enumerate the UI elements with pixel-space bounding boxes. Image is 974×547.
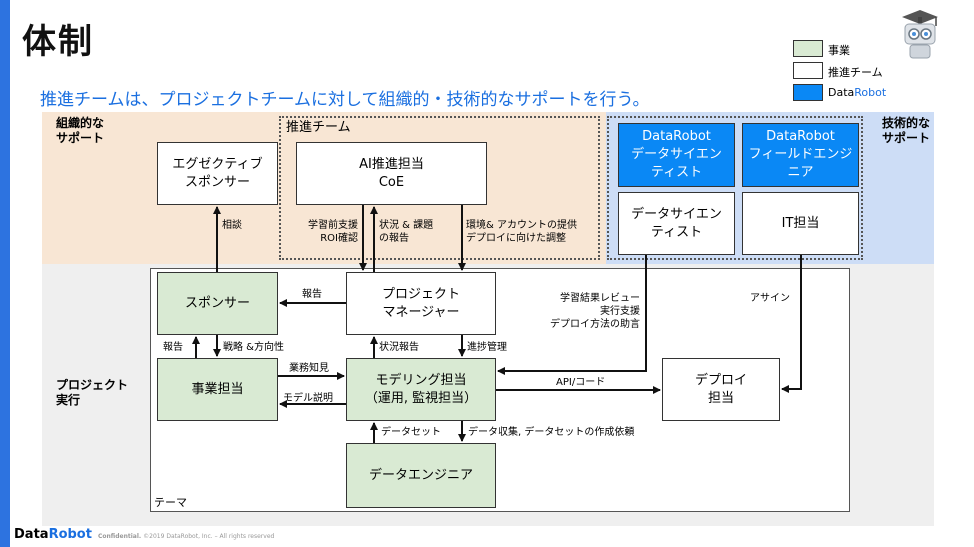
footer-copyright: ©2019 DataRobot, Inc. – All rights reser…	[143, 533, 275, 540]
page-subtitle: 推進チームは、プロジェクトチームに対して組織的・技術的なサポートを行う。	[40, 90, 650, 110]
edge-label-report-pm: 報告	[302, 289, 322, 300]
left-accent-bar	[0, 0, 10, 547]
edge-label-assign: アサイン	[750, 293, 790, 304]
node-sponsor[interactable]: スポンサー	[157, 272, 278, 335]
edge-assign	[781, 255, 802, 393]
edge-label-env-account: 環境& アカウントの提供 デプロイに向けた調整	[466, 220, 577, 244]
legend-label-business: 事業	[828, 44, 850, 57]
robot-mascot-icon	[898, 8, 942, 60]
node-data-scientist[interactable]: データサイエン ティスト	[618, 192, 735, 255]
edge-label-dataset: データセット	[381, 427, 441, 438]
footer-confidential: Confidential.	[97, 533, 142, 540]
edge-label-report-biz: 報告	[163, 342, 183, 353]
tech-team-boundary	[607, 116, 863, 260]
legend-swatch-business	[793, 40, 823, 57]
node-it[interactable]: IT担当	[742, 192, 859, 255]
page-title: 体制	[22, 22, 94, 62]
promo-team-boundary	[279, 116, 600, 260]
node-exec-sponsor[interactable]: エグゼクティブ スポンサー	[157, 142, 278, 205]
node-datarobot-ds[interactable]: DataRobot データサイエン ティスト	[618, 123, 735, 187]
legend-swatch-promo-team	[793, 62, 823, 79]
node-ai-coe[interactable]: AI推進担当 CoE	[296, 142, 487, 205]
node-deploy[interactable]: デプロイ 担当	[662, 358, 780, 421]
edge-label-data-collect: データ収集, データセットの作成依頼	[468, 427, 635, 438]
zone-label-org-support: 組織的な サポート	[56, 116, 105, 145]
edge-label-review: 学習結果レビュー 実行支援 デプロイ方法の助言	[550, 293, 640, 330]
edge-label-model-explain: モデル説明	[283, 393, 333, 404]
zone-label-tech-support: 技術的な サポート	[881, 116, 930, 145]
edge-label-progress: 進捗管理	[467, 342, 507, 353]
legend-label-datarobot: DataRobot	[828, 86, 887, 99]
edge-label-status-issue: 状況 & 課題 の報告	[379, 220, 434, 244]
zone-label-project-exec: プロジェクト 実行	[56, 378, 129, 407]
edge-label-consult: 相談	[222, 220, 242, 231]
node-data-engineer[interactable]: データエンジニア	[346, 443, 496, 508]
edge-label-status-report: 状況報告	[379, 342, 419, 353]
edge-review	[497, 255, 647, 375]
edge-label-api-code: API/コード	[556, 377, 606, 388]
node-project-manager[interactable]: プロジェクト マネージャー	[346, 272, 496, 335]
legend-label-promo-team: 推進チーム	[828, 66, 883, 79]
node-modeling[interactable]: モデリング担当 （運用, 監視担当）	[346, 358, 496, 421]
legend-swatch-datarobot	[793, 84, 823, 101]
edge-label-learn-support: 学習前支援 ROI確認	[308, 220, 358, 244]
theme-label: テーマ	[154, 496, 187, 509]
footer-brand: DataRobot	[14, 527, 92, 542]
edge-label-biz-knowledge: 業務知見	[289, 363, 329, 374]
edge-label-strategy: 戦略 &方向性	[223, 342, 284, 353]
node-biz[interactable]: 事業担当	[157, 358, 278, 421]
footer: DataRobot Confidential.©2019 DataRobot, I…	[14, 527, 274, 542]
promo-team-label: 推進チーム	[286, 120, 351, 135]
node-datarobot-fe[interactable]: DataRobot フィールドエンジ ニア	[742, 123, 859, 187]
